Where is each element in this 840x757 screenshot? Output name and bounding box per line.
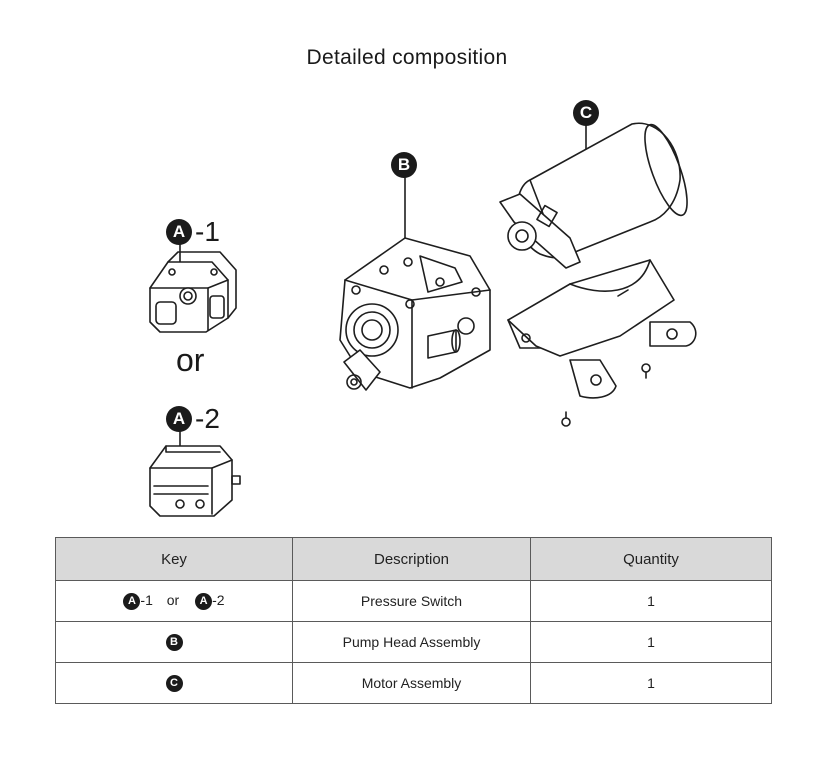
header-quantity: Quantity [530, 537, 772, 581]
table-row: B Pump Head Assembly 1 [55, 621, 772, 663]
description-cell: Pump Head Assembly [292, 621, 531, 663]
callout-a1-badge: A [166, 219, 192, 245]
parts-illustration [149, 122, 697, 517]
motor-c-drawing [499, 122, 697, 427]
table-row: C Motor Assembly 1 [55, 662, 772, 704]
pressure-switch-a2-drawing [149, 427, 241, 517]
callout-a2: A -2 [166, 403, 220, 435]
composition-table: Key Description Quantity A-1 or A-2 Pres… [55, 537, 772, 704]
callout-c-badge: C [573, 100, 599, 126]
key-or: or [166, 592, 180, 609]
key-cell: C [55, 662, 293, 704]
callout-a1-suffix: -1 [195, 216, 220, 247]
pressure-switch-a1-drawing [149, 239, 237, 333]
key-badge: C [165, 674, 183, 692]
page-title: Detailed composition [306, 46, 508, 69]
header-description: Description [292, 537, 531, 581]
key-badge: A [123, 592, 141, 610]
key-suffix: -2 [212, 592, 225, 609]
quantity-cell: 1 [530, 662, 772, 704]
table-row: A-1 or A-2 Pressure Switch 1 [55, 580, 772, 622]
table-header-row: Key Description Quantity [55, 537, 772, 581]
callout-b-badge: B [391, 152, 417, 178]
or-label: or [176, 342, 205, 378]
key-badge: A [195, 592, 213, 610]
callout-c: C [573, 100, 599, 126]
quantity-cell: 1 [530, 621, 772, 663]
key-cell: B [55, 621, 293, 663]
key-badge: B [165, 633, 183, 651]
description-cell: Pressure Switch [292, 580, 531, 622]
callout-b: B [391, 152, 417, 178]
key-cell: A-1 or A-2 [55, 580, 293, 622]
callout-a1: A -1 [166, 216, 220, 248]
description-cell: Motor Assembly [292, 662, 531, 704]
callout-a2-badge: A [166, 406, 192, 432]
quantity-cell: 1 [530, 580, 772, 622]
callout-a2-suffix: -2 [195, 403, 220, 434]
key-suffix: -1 [140, 592, 153, 609]
header-key: Key [55, 537, 293, 581]
pump-head-b-drawing [339, 177, 491, 391]
